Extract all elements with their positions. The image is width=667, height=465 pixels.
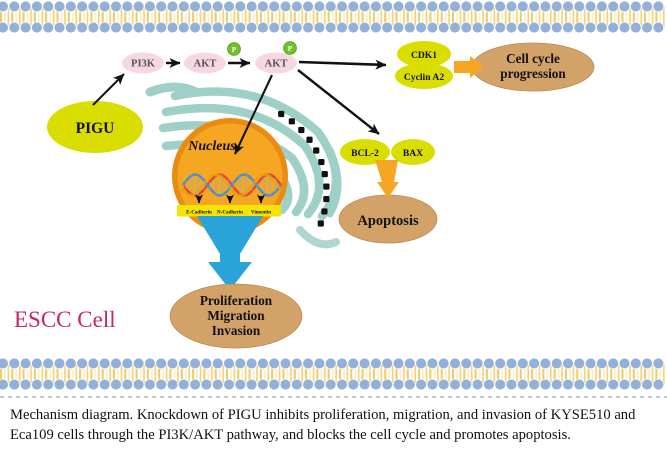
gene-cdk1-label: CDK1 [411,50,437,61]
ribosome-dot [317,220,324,227]
gene-bax-label: BAX [403,148,423,159]
node-pi3k [122,52,164,74]
cell-membrane-bottom [0,357,665,391]
arrow-pigu-to-pi3k [92,73,125,106]
emt-marker-strip [177,205,281,217]
ribosome-dot [321,171,328,178]
pigu-ellipse [47,101,143,153]
er-arc [326,146,342,218]
node-akt2 [255,52,297,74]
dna-helix [181,173,282,197]
gene-bcl2 [340,139,390,165]
gene-cyclina2-label: Cyclin A2 [404,72,444,83]
gene-bax [391,139,435,165]
gene-cdk1 [397,41,451,67]
arrow-akt-to-cellcycle [298,59,387,70]
node-label-pi3k: PI3K [131,59,156,70]
ribosome-dot [306,136,313,143]
caption-text: Mechanism diagram. Knockdown of PIGU inh… [10,407,636,443]
node-label-akt1: AKT [194,59,217,70]
er-arc [296,226,340,249]
arrow-akt-to-apoptosis [297,69,380,135]
phospho-marker-2: P [283,41,297,55]
apoptosis-outcome-label: Apoptosis [357,213,419,229]
orange-arrow-apoptosis [375,160,399,198]
ribosome-dot [278,110,285,118]
cell-cycle-outcome-line1: Cell cycle [506,51,560,66]
ribosome-dot [321,208,328,215]
er-arc [158,121,309,217]
phenotype-outcome-2: Migration [207,308,265,323]
nucleus-label: Nucleus [187,139,236,154]
ribosome-dots [278,110,330,227]
ribosome-dot [318,158,325,166]
dna-strand [182,173,282,197]
node-akt1 [184,52,226,74]
ribosome-dot [313,147,320,154]
gene-bcl2-label: BCL-2 [351,148,379,159]
node-label-akt2: AKT [265,59,288,70]
er-arc [145,82,201,97]
label: P [288,45,293,53]
emt-marker-1: E-Cadherin [186,210,212,216]
ribosome-dot [298,126,305,134]
phospho-marker-1: P [227,42,241,56]
funnel-arrow [197,216,263,290]
ribosome-dot [323,183,330,190]
phenotype-outcome-3: Invasion [212,323,261,338]
phenotype-outcome-ellipse [169,283,303,349]
emt-marker-2: N-Cadherin [217,210,243,216]
label: P [232,46,237,54]
cell-membrane-top [0,0,665,34]
caption-divider [0,396,667,398]
orange-arrow-cellcycle [454,56,484,78]
er-arc [161,103,324,219]
ribosome-dot [323,195,330,203]
pigu-label: PIGU [76,120,115,137]
figure-caption: Mechanism diagram. Knockdown of PIGU inh… [0,398,667,465]
ribosome-dot [288,118,295,125]
arrow-akt-to-nucleus [234,74,273,155]
gene-cyclina2 [395,63,453,89]
nucleoplasm [177,123,283,229]
escc-cell-label: ESCC Cell [14,307,116,332]
emt-marker-3: Vimentin [251,210,271,216]
phenotype-outcome-1: Proliferation [200,293,273,308]
cell-cycle-outcome-line2: progression [500,66,566,81]
